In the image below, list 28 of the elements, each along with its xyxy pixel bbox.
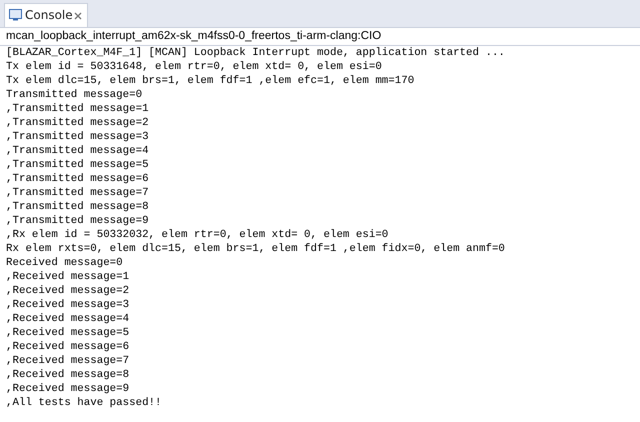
console-output-line: ,Received message=6: [6, 340, 130, 354]
console-output-line: Rx elem rxts=0, elem dlc=15, elem brs=1, elem fdf=1 ,elem fidx=0, elem anmf=0: [6, 242, 505, 256]
console-output-line: ,Transmitted message=7: [6, 186, 150, 200]
console-output-line: Transmitted message=0: [6, 88, 144, 102]
console-output-line: ,Received message=2: [6, 284, 130, 298]
tab-title: Console: [25, 8, 73, 22]
console-output-line: ,Transmitted message=3: [6, 130, 150, 144]
console-output-line: ,Transmitted message=2: [6, 116, 150, 130]
console-output-line: ,Received message=9: [6, 382, 130, 396]
console-output-line: Tx elem dlc=15, elem brs=1, elem fdf=1 ,elem efc=1, elem mm=170: [6, 74, 416, 88]
console-output-line: ,Transmitted message=8: [6, 200, 150, 214]
console-output-line: ,Transmitted message=9: [6, 214, 150, 228]
console-output-line: ,Received message=5: [6, 326, 130, 340]
console-output-line: ,Received message=7: [6, 354, 130, 368]
console-output-line: ,Received message=8: [6, 368, 130, 382]
console-output-line: ,Received message=4: [6, 312, 130, 326]
console-output-line: ,Transmitted message=1: [6, 102, 150, 116]
console-output-line: ,Transmitted message=5: [6, 158, 150, 172]
console-output-line: Received message=0: [6, 256, 124, 270]
console-output-line: ,Transmitted message=4: [6, 144, 150, 158]
console-output-line: ,All tests have passed!!: [6, 396, 163, 410]
console-output-line: ,Rx elem id = 50332032, elem rtr=0, elem xtd= 0, elem esi=0: [6, 228, 390, 242]
console-output-line: ,Received message=1: [6, 270, 130, 284]
console-output-line: ,Transmitted message=6: [6, 172, 150, 186]
console-source-name: mcan_loopback_interrupt_am62x-sk_m4fss0-0_freertos_ti-arm-clang:CIO: [6, 30, 382, 42]
console-output-line: Tx elem id = 50331648, elem rtr=0, elem xtd= 0, elem esi=0: [6, 60, 383, 74]
console-output-line: ,Received message=3: [6, 298, 130, 312]
console-output-line: [BLAZAR_Cortex_M4F_1] [MCAN] Loopback Interrupt mode, application started ...: [6, 46, 505, 60]
